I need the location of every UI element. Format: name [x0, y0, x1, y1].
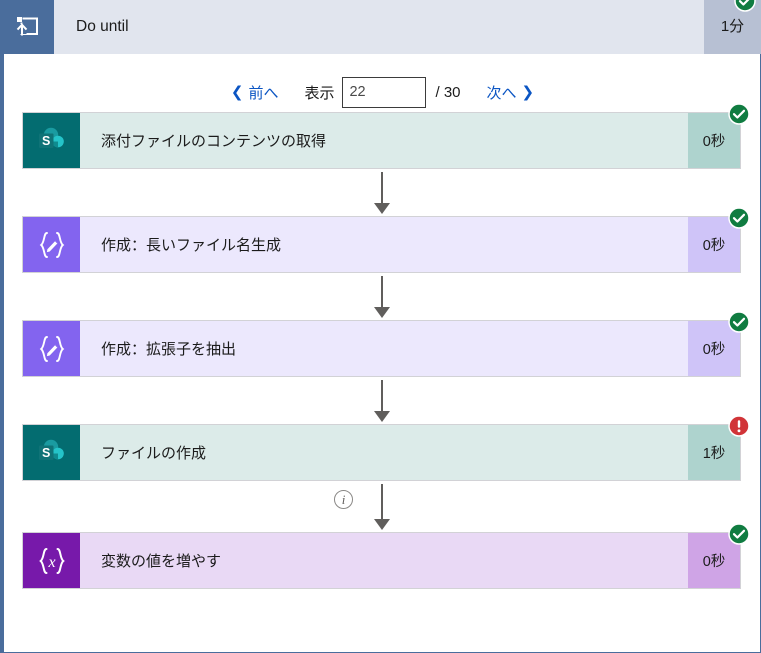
action-duration: 0秒	[688, 321, 740, 376]
action-row[interactable]: x 変数の値を増やす 0秒	[22, 523, 750, 589]
flow-connector-arrow	[374, 307, 390, 318]
green-check-icon	[734, 0, 756, 12]
action-title: 作成：長いファイル名生成	[101, 237, 282, 254]
svg-text:x: x	[47, 554, 55, 571]
next-page-label: 次へ	[486, 84, 517, 102]
svg-text:S: S	[42, 134, 50, 148]
action-title: 作成：拡張子を抽出	[101, 341, 237, 358]
compose-icon	[23, 321, 80, 376]
variable-icon: x	[23, 533, 80, 588]
page-total-label: / 30	[435, 83, 461, 101]
flow-connector-arrow	[374, 519, 390, 530]
flow-connector-line	[381, 276, 383, 307]
green-check-icon	[728, 103, 750, 125]
action-title: 変数の値を増やす	[101, 553, 222, 570]
next-page-button[interactable]: 次へ ❯	[487, 82, 535, 103]
compose-icon	[23, 217, 80, 272]
action-row[interactable]: S ファイルの作成 1秒	[22, 415, 750, 481]
action-duration: 0秒	[688, 217, 740, 272]
flow-connector-line	[381, 380, 383, 411]
flow-connector-line	[381, 172, 383, 203]
red-error-icon	[728, 415, 750, 437]
chevron-left-icon: ❮	[230, 83, 244, 101]
scope-title: Do until	[76, 18, 129, 35]
sharepoint-icon: S	[23, 425, 80, 480]
green-check-icon	[728, 523, 750, 545]
green-check-icon	[728, 207, 750, 229]
flow-connector-arrow	[374, 411, 390, 422]
action-duration: 0秒	[688, 533, 740, 588]
action-duration: 1秒	[688, 425, 740, 480]
page-number-input[interactable]	[342, 76, 427, 108]
action-title: 添付ファイルのコンテンツの取得	[101, 133, 327, 150]
action-row[interactable]: 作成：長いファイル名生成 0秒	[22, 207, 750, 273]
action-title: ファイルの作成	[101, 445, 207, 462]
chevron-right-icon: ❯	[521, 83, 535, 101]
do-until-loop-icon	[0, 0, 54, 54]
action-row[interactable]: 作成：拡張子を抽出 0秒	[22, 311, 750, 377]
connector-info-icon[interactable]: i	[334, 490, 353, 509]
action-row[interactable]: S 添付ファイルのコンテンツの取得 0秒	[22, 103, 750, 169]
svg-text:S: S	[42, 446, 50, 460]
previous-page-button[interactable]: ❮ 前へ	[231, 82, 279, 103]
display-label: 表示	[304, 84, 335, 102]
previous-page-label: 前へ	[248, 84, 279, 102]
scope-header[interactable]: Do until 1分	[0, 0, 761, 54]
pagination-controls: ❮ 前へ 表示 / 30 次へ ❯	[4, 74, 761, 110]
action-duration: 0秒	[688, 113, 740, 168]
green-check-icon	[728, 311, 750, 333]
scope-body: ❮ 前へ 表示 / 30 次へ ❯ S添付ファイルのコンテンツの取得0秒作成：長…	[0, 54, 761, 653]
flow-connector-arrow	[374, 203, 390, 214]
flow-connector-line	[381, 484, 383, 519]
sharepoint-icon: S	[23, 113, 80, 168]
